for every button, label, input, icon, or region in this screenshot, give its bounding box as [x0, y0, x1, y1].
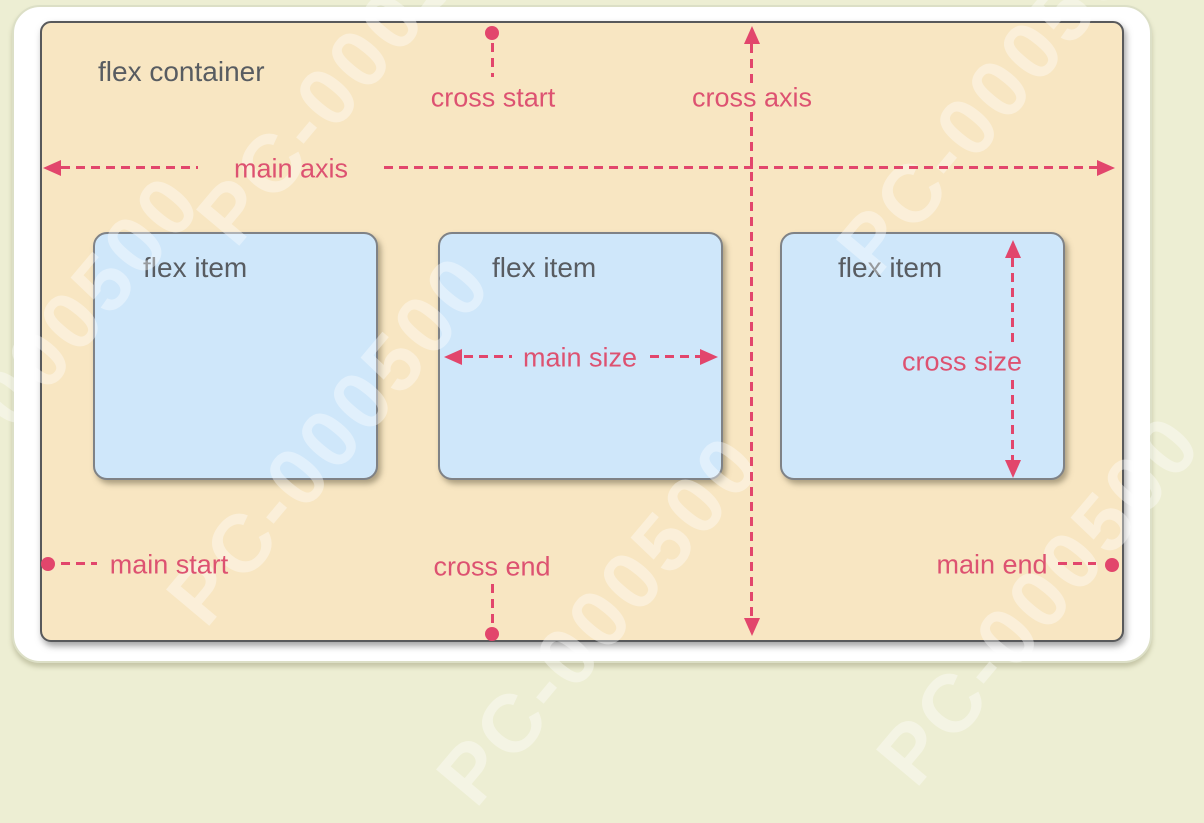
cross-size-arrowhead-up	[1005, 240, 1021, 258]
main-size-line-right	[650, 355, 700, 358]
main-end-dot	[1105, 558, 1119, 572]
cross-start-line	[491, 43, 494, 77]
main-axis-arrowhead-left	[43, 160, 61, 176]
main-axis-line-left	[61, 166, 198, 169]
cross-start-dot	[485, 26, 499, 40]
cross-size-line-lower	[1011, 380, 1014, 460]
cross-axis-arrowhead-up	[744, 26, 760, 44]
flex-item-label: flex item	[838, 252, 943, 283]
flex-item-label: flex item	[143, 252, 248, 283]
main-size-line-left	[464, 355, 512, 358]
main-size-arrowhead-left	[444, 349, 462, 365]
main-size-arrowhead-right	[700, 349, 718, 365]
flex-item-label: flex item	[492, 252, 597, 283]
main-start-label: main start	[109, 549, 229, 580]
cross-end-line	[491, 584, 494, 626]
main-axis-line-right	[384, 166, 1097, 169]
main-start-dot	[41, 557, 55, 571]
cross-size-line-upper	[1011, 258, 1014, 346]
main-axis-arrowhead-right	[1097, 160, 1115, 176]
main-axis-label: main axis	[233, 153, 349, 184]
cross-size-arrowhead-down	[1005, 460, 1021, 478]
cross-axis-line-upper	[750, 44, 753, 86]
flex-container-label: flex container	[98, 56, 265, 87]
cross-size-label: cross size	[901, 346, 1023, 377]
main-size-label: main size	[522, 342, 638, 373]
cross-start-label: cross start	[430, 82, 556, 113]
cross-end-label: cross end	[433, 551, 551, 582]
main-end-label: main end	[936, 549, 1048, 580]
flex-item-box: flex item	[780, 232, 1065, 480]
main-end-line	[1058, 562, 1096, 565]
main-start-line	[61, 562, 97, 565]
cross-axis-arrowhead-down	[744, 618, 760, 636]
flex-item-box: flex item	[93, 232, 378, 480]
cross-axis-line-lower	[750, 112, 753, 618]
cross-axis-label: cross axis	[691, 82, 813, 113]
cross-end-dot	[485, 627, 499, 641]
